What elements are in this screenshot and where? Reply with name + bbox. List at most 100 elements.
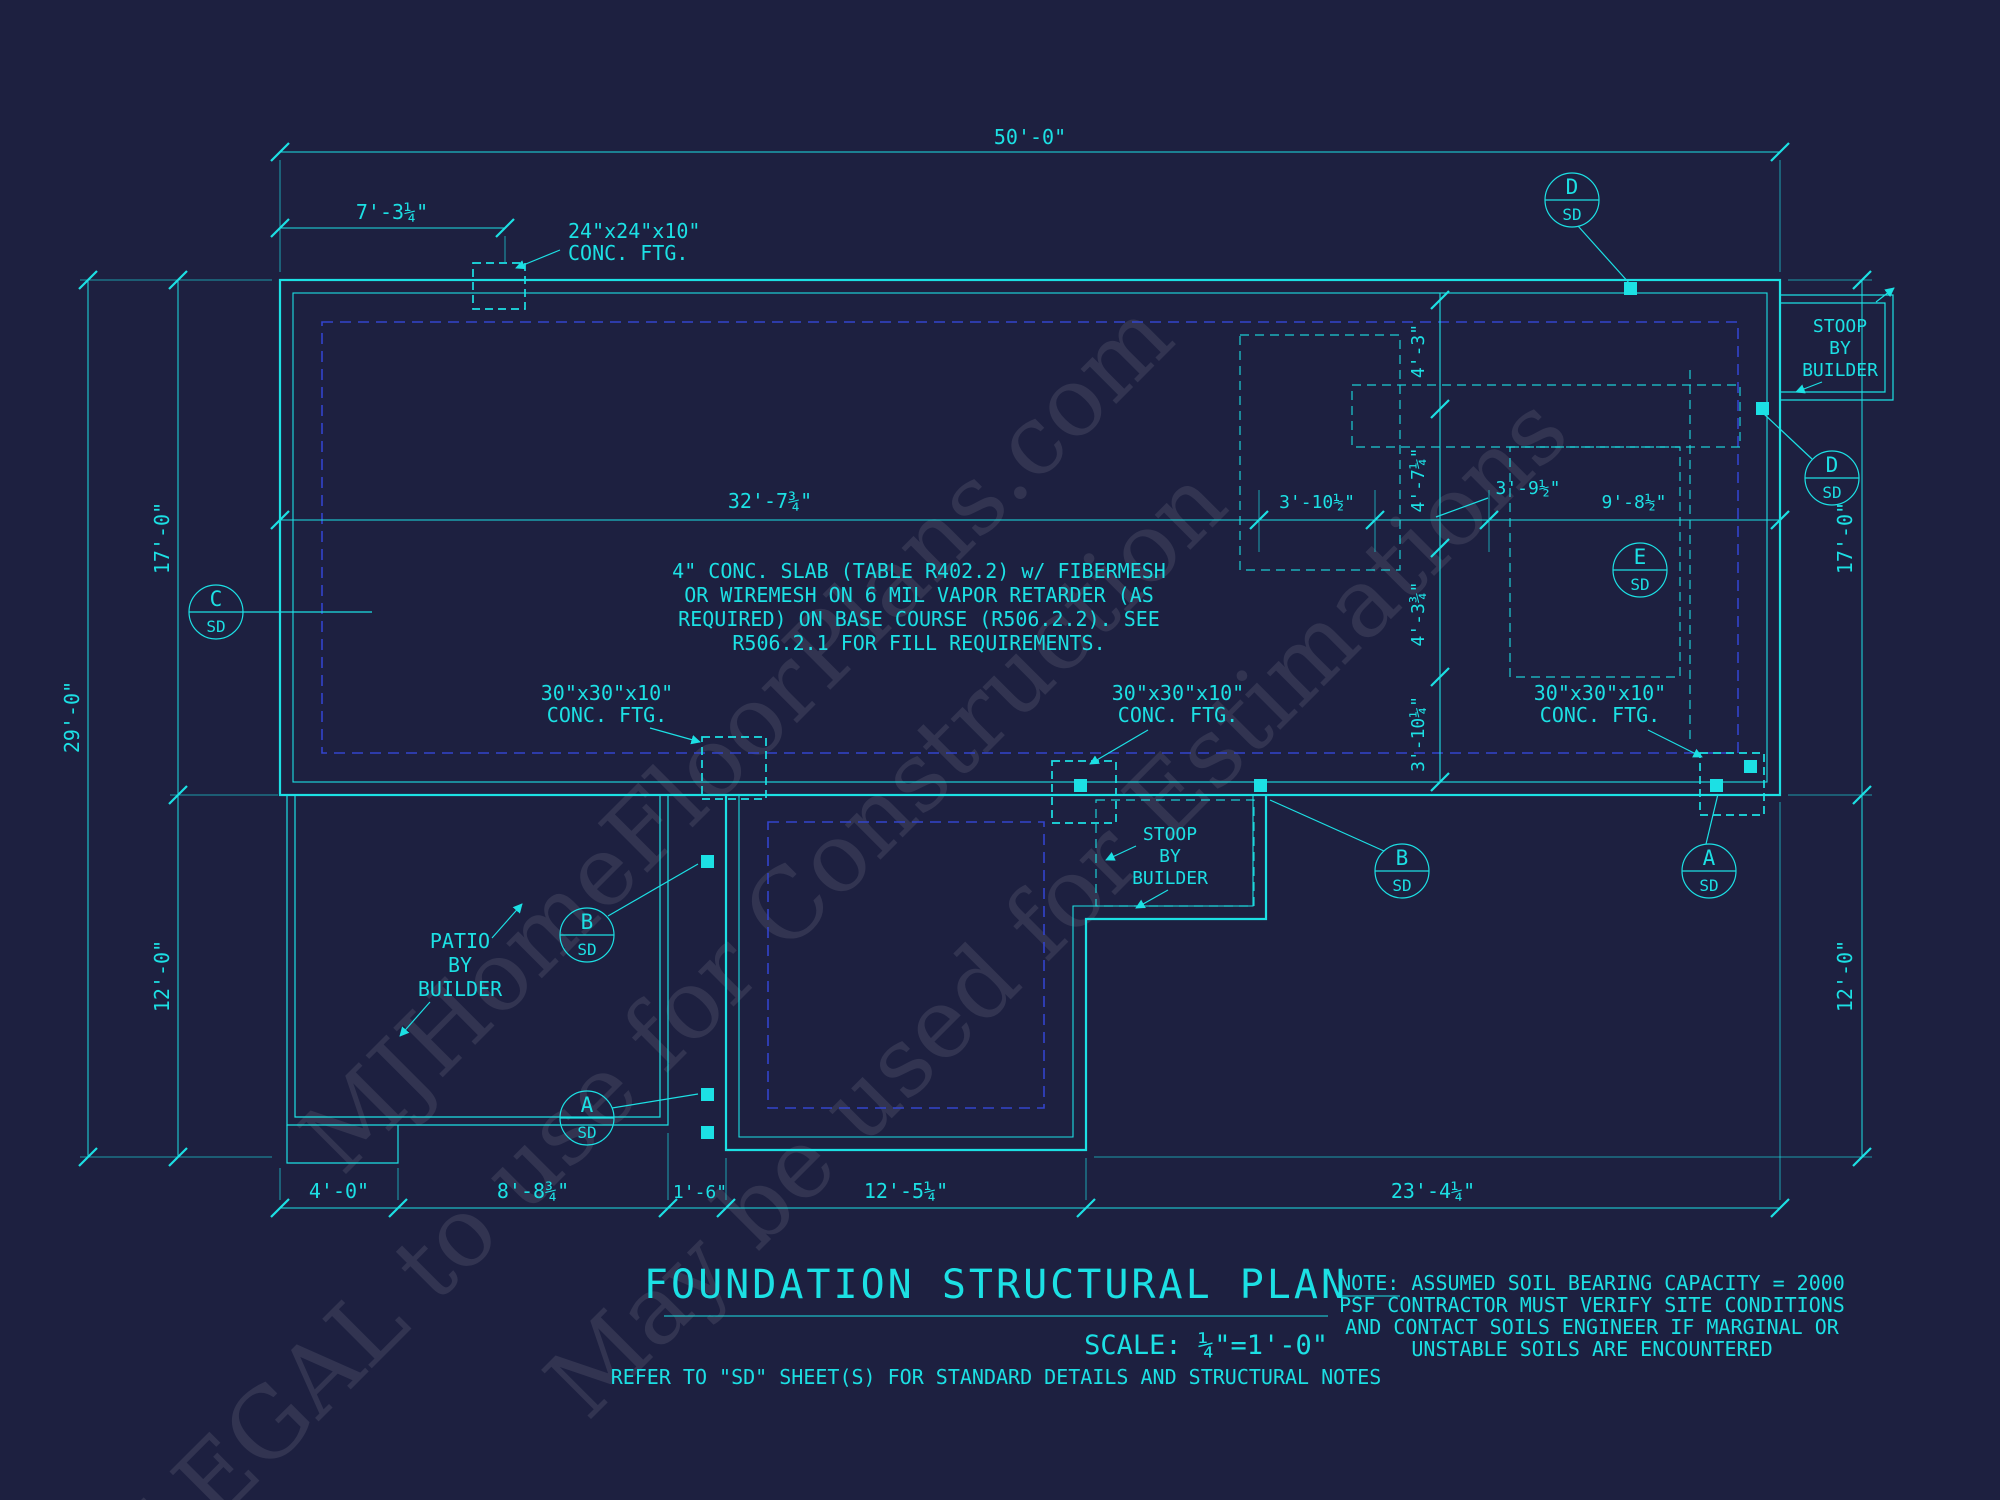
- soils-note-line4: UNSTABLE SOILS ARE ENCOUNTERED: [1411, 1337, 1772, 1361]
- callout-sheet: SD: [1822, 483, 1841, 502]
- slab-note: 4" CONC. SLAB (TABLE R402.2) w/ FIBERMES…: [672, 559, 1166, 655]
- callout-b-2: B SD: [1269, 799, 1430, 899]
- callout-sheet: SD: [1630, 575, 1649, 594]
- dimension-mid-chain: 32'-7¾" 3'-10½" 3'-9½" 9'-8½": [270, 478, 1790, 552]
- dim-left-lower-label: 12'-0": [150, 940, 174, 1012]
- dim-top-width-label: 50'-0": [994, 125, 1066, 149]
- stoop-top-right-label: STOOP BY BUILDER: [1795, 287, 1895, 394]
- patio-line2: BY: [448, 953, 472, 977]
- upper-slab-inner-wall: [292, 292, 1768, 783]
- stoop-tr-line1: STOOP: [1813, 316, 1867, 337]
- footing-30x30-1: [701, 736, 767, 800]
- dimension-right: 17'-0" 12'-0": [1094, 270, 1872, 1167]
- slab-note-line1: 4" CONC. SLAB (TABLE R402.2) w/ FIBERMES…: [672, 559, 1166, 583]
- callout-letter: D: [1566, 175, 1579, 199]
- refer-note: REFER TO "SD" SHEET(S) FOR STANDARD DETA…: [611, 1365, 1382, 1389]
- scale-label: SCALE: ¼"=1'-0": [1084, 1330, 1328, 1361]
- footing-label-30x30-1: 30"x30"x10" CONC. FTG.: [541, 681, 701, 745]
- dim-int-a-label: 4'-3": [1408, 324, 1429, 378]
- dim-bottom-a-label: 4'-0": [309, 1179, 369, 1203]
- dimension-left-split: 17'-0" 12'-0": [150, 270, 188, 1167]
- patio-inner-edge: [294, 795, 661, 1118]
- callout-c: C SD: [188, 584, 372, 640]
- callout-letter: D: [1826, 453, 1839, 477]
- dim-bottom-d-label: 12'-5¼": [864, 1179, 948, 1203]
- stoop-mid-line1: STOOP: [1143, 824, 1197, 845]
- slab-note-line2: OR WIREMESH ON 6 MIL VAPOR RETARDER (AS: [684, 583, 1154, 607]
- callout-sheet: SD: [206, 617, 225, 636]
- slab-note-line4: R506.2.1 FOR FILL REQUIREMENTS.: [732, 631, 1105, 655]
- dim-right-lower-label: 12'-0": [1833, 940, 1857, 1012]
- patio-line1: PATIO: [430, 929, 490, 953]
- pier-pads: [701, 282, 1769, 1139]
- dimension-top-left-offset: 7'-3¼": [270, 200, 515, 262]
- dim-bottom-c-label: 1'-6": [673, 1182, 727, 1203]
- dimension-top-width: 50'-0": [270, 125, 1790, 272]
- dimension-bottom-chain: 4'-0" 8'-8¾" 1'-6" 12'-5¼" 23'-4¼": [270, 802, 1790, 1218]
- slab-note-line3: REQUIRED) ON BASE COURSE (R506.2.2). SEE: [678, 607, 1160, 631]
- ftg24-size-label: 24"x24"x10": [568, 219, 700, 243]
- upper-slab-outer-wall: [278, 278, 1782, 797]
- dimension-left-total: 29'-0": [60, 270, 278, 1167]
- dim-int-b-label: 4'-7¼": [1408, 447, 1429, 512]
- patio-outer-edge: [286, 795, 669, 1126]
- dim-top-left-offset-label: 7'-3¼": [356, 200, 428, 224]
- interior-layout-dashed-lines: [1095, 334, 1741, 907]
- patio-step: [286, 1125, 399, 1164]
- garage-outer-wall: [724, 795, 1268, 1152]
- stoop-middle-label: STOOP BY BUILDER: [1105, 824, 1208, 909]
- dim-int-d-label: 3'-10¼": [1408, 696, 1429, 772]
- garage-footing-dashed: [767, 821, 1045, 1109]
- dim-mid-span-label: 32'-7¾": [728, 489, 812, 513]
- garage-inner-wall: [738, 795, 1254, 1138]
- patio-line3: BUILDER: [418, 977, 503, 1001]
- callout-letter: C: [210, 587, 223, 611]
- dim-left-total-label: 29'-0": [60, 681, 84, 753]
- footing-30x30-3: [1699, 752, 1765, 816]
- callout-sheet: SD: [577, 1123, 596, 1142]
- ftg30-3-size-label: 30"x30"x10": [1534, 681, 1666, 705]
- foundation-walls: [278, 278, 1894, 1164]
- dim-mid-c-label: 9'-8½": [1601, 492, 1666, 513]
- ftg30-1-size-label: 30"x30"x10": [541, 681, 673, 705]
- callout-d-1: D SD: [1544, 172, 1631, 285]
- callout-sheet: SD: [1562, 205, 1581, 224]
- stoop-tr-line2: BY: [1829, 338, 1851, 359]
- page-title: FOUNDATION STRUCTURAL PLAN: [644, 1262, 1348, 1308]
- soils-note-line3: AND CONTACT SOILS ENGINEER IF MARGINAL O…: [1345, 1315, 1840, 1339]
- ftg30-3-type-label: CONC. FTG.: [1540, 703, 1660, 727]
- dim-right-upper-label: 17'-0": [1833, 502, 1857, 574]
- dim-left-upper-label: 17'-0": [150, 502, 174, 574]
- footing-24x24: [472, 262, 526, 310]
- callout-b-1: B SD: [559, 863, 699, 963]
- footing-label-30x30-2: 30"x30"x10" CONC. FTG.: [1089, 681, 1244, 765]
- soils-note: NOTE: ASSUMED SOIL BEARING CAPACITY = 20…: [1339, 1271, 1845, 1361]
- soils-note-line2: PSF CONTRACTOR MUST VERIFY SITE CONDITIO…: [1339, 1293, 1845, 1317]
- dim-int-c-label: 4'-3¾": [1408, 581, 1429, 646]
- callout-letter: A: [581, 1093, 594, 1117]
- stoop-mid-line3: BUILDER: [1132, 868, 1208, 889]
- callout-a-2: A SD: [1681, 793, 1737, 899]
- dim-mid-b-label: 3'-9½": [1495, 478, 1560, 499]
- patio-label: PATIO BY BUILDER: [399, 903, 523, 1037]
- footing-label-24x24: 24"x24"x10" CONC. FTG.: [515, 219, 700, 270]
- callout-sheet: SD: [1699, 876, 1718, 895]
- upper-slab-footing-dashed: [321, 321, 1739, 754]
- dim-mid-a-label: 3'-10½": [1279, 492, 1355, 513]
- stoop-top-right-outer: [1780, 294, 1894, 401]
- ftg30-2-size-label: 30"x30"x10": [1112, 681, 1244, 705]
- callout-sheet: SD: [1392, 876, 1411, 895]
- soils-note-line1: NOTE: ASSUMED SOIL BEARING CAPACITY = 20…: [1339, 1271, 1845, 1295]
- footing-label-30x30-3: 30"x30"x10" CONC. FTG.: [1534, 681, 1703, 758]
- callout-letter: E: [1634, 545, 1647, 569]
- dim-bottom-e-label: 23'-4¼": [1391, 1179, 1475, 1203]
- stoop-tr-line3: BUILDER: [1802, 360, 1878, 381]
- interior-footing-dashed-lines: [321, 321, 1739, 1109]
- title-block: FOUNDATION STRUCTURAL PLAN SCALE: ¼"=1'-…: [611, 1262, 1382, 1389]
- callout-d-2: D SD: [1763, 413, 1860, 506]
- ftg30-2-type-label: CONC. FTG.: [1118, 703, 1238, 727]
- callout-letter: B: [581, 910, 594, 934]
